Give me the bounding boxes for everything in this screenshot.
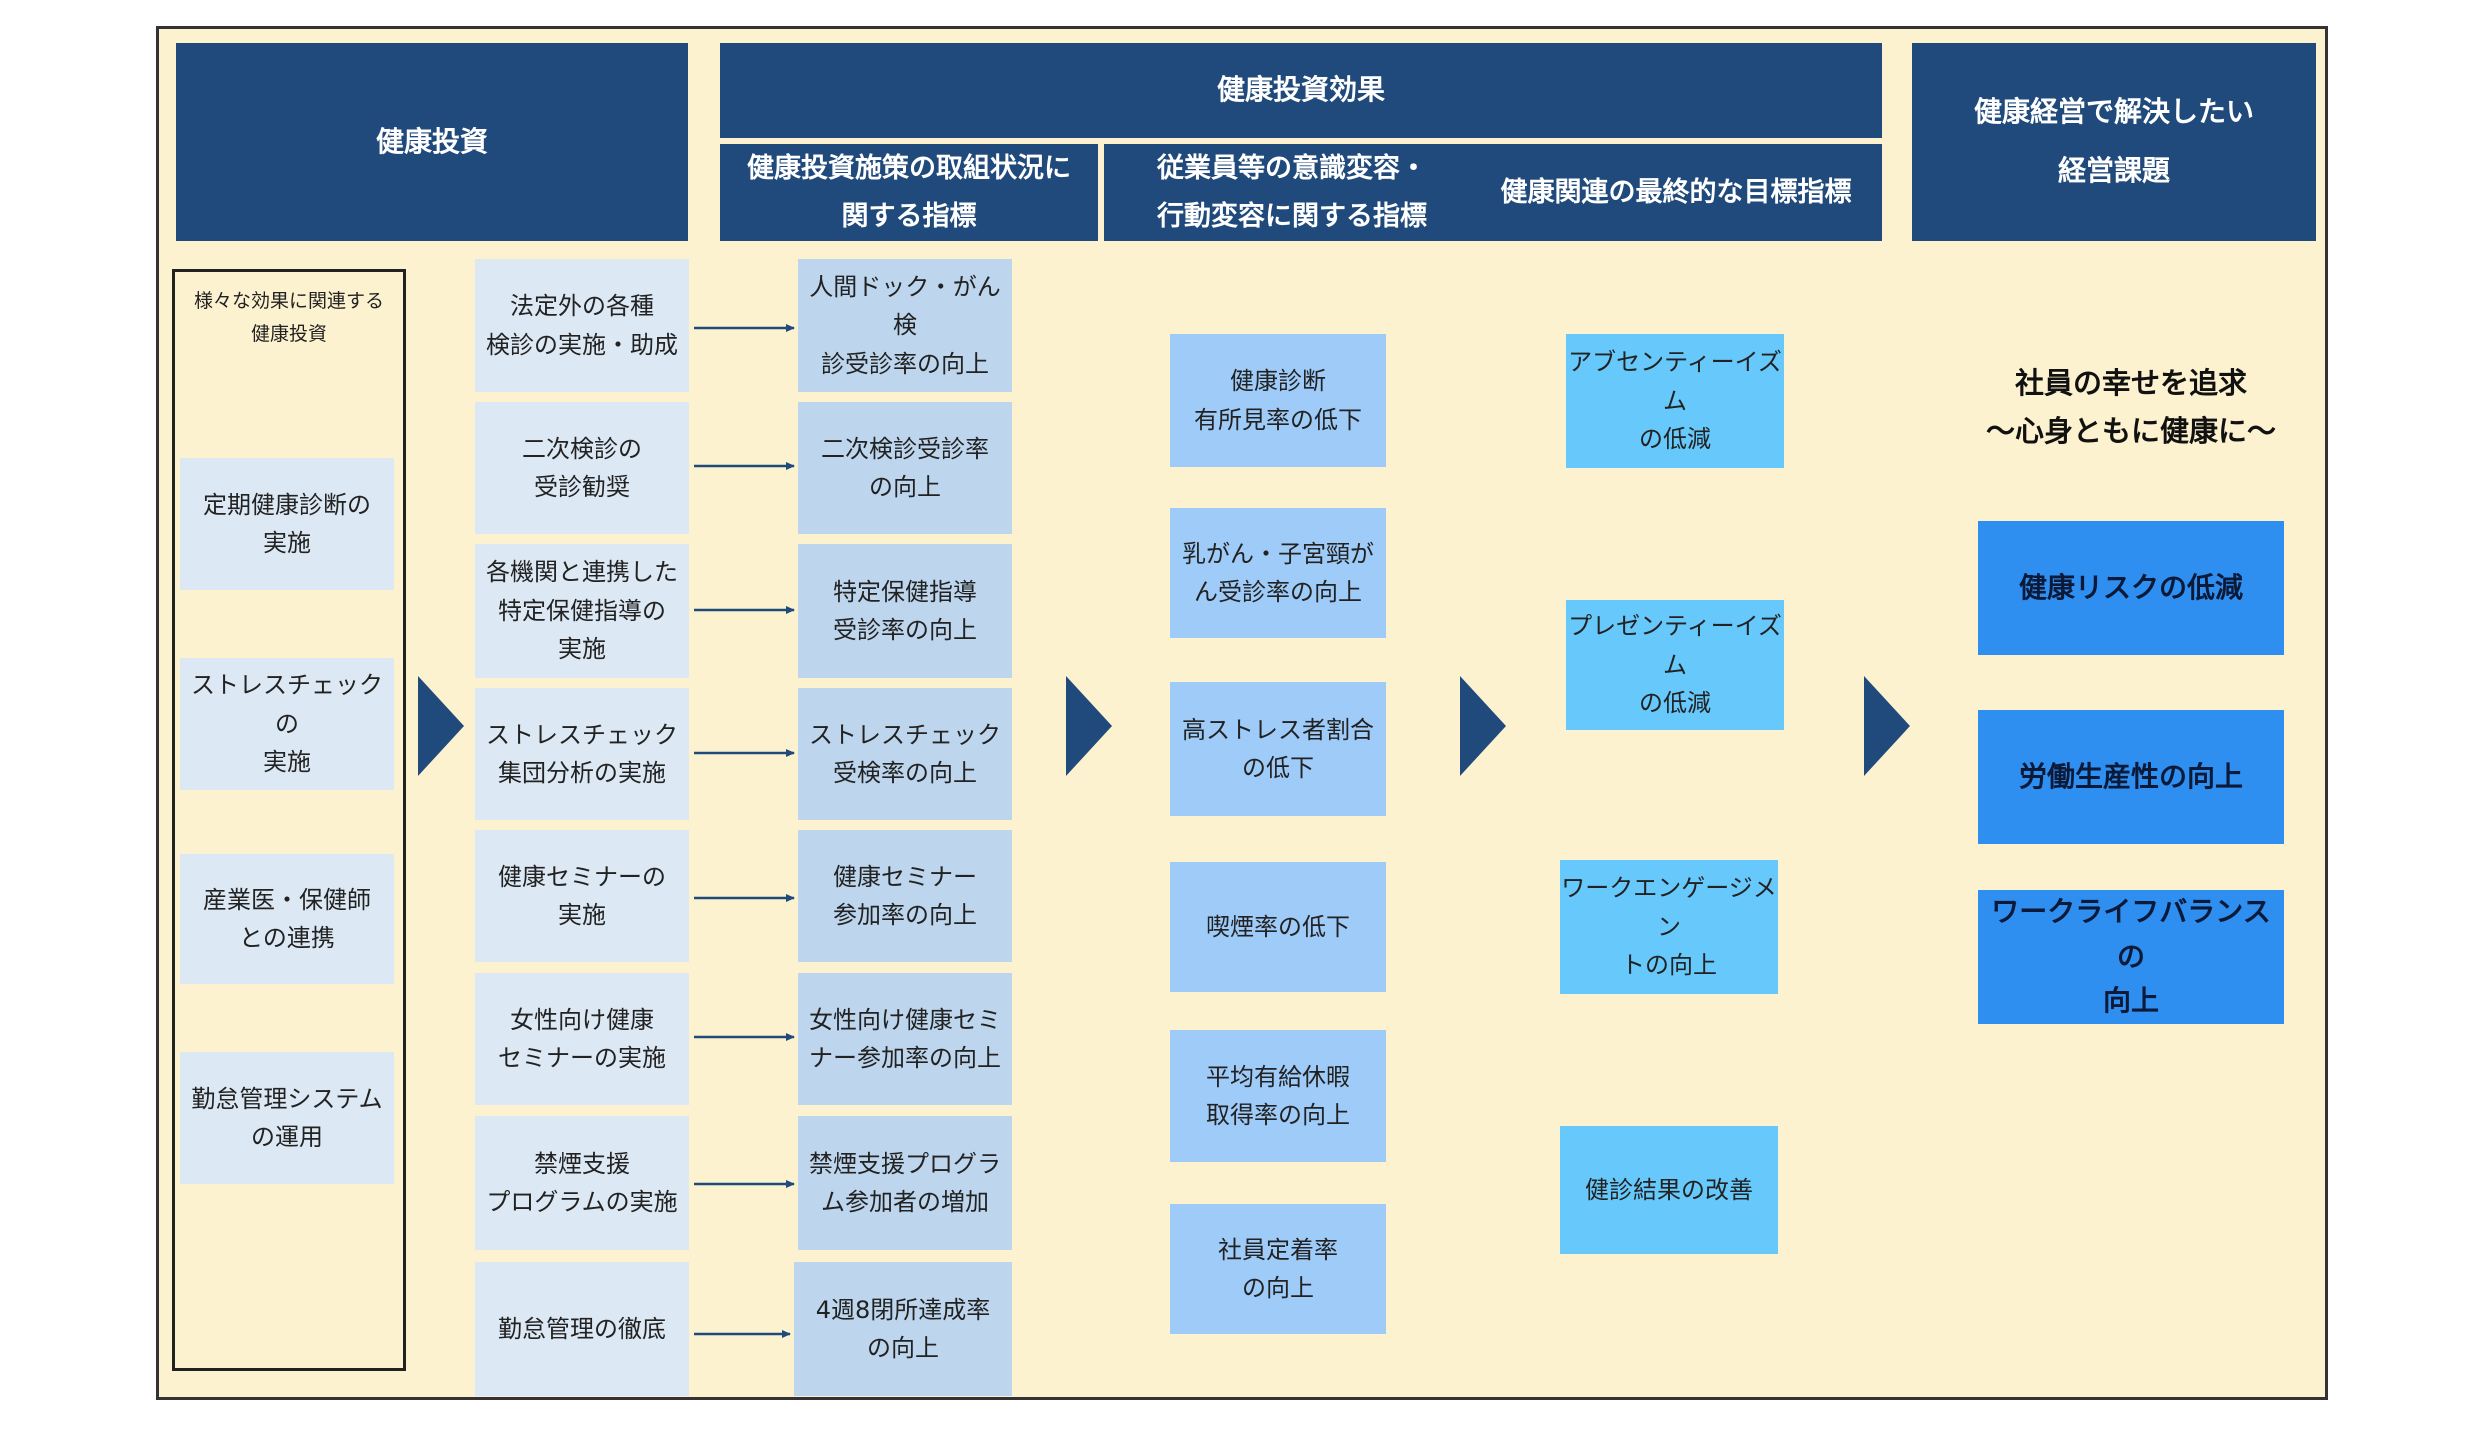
header-behavior-indicators: 従業員等の意識変容・ 行動変容に関する指標 — [1104, 144, 1480, 241]
general-item-occupational-doctor: 産業医・保健師 との連携 — [180, 854, 394, 984]
behavior-indicator-box: 高ストレス者割合 の低下 — [1170, 682, 1386, 816]
goal-work-life-balance: ワークライフバランスの 向上 — [1978, 890, 2284, 1024]
measure-box: 健康セミナーの 実施 — [475, 830, 689, 962]
measure-indicator-box: 禁煙支援プログラ ム参加者の増加 — [798, 1116, 1012, 1250]
measure-box: 禁煙支援 プログラムの実施 — [475, 1116, 689, 1250]
general-investment-frame — [172, 269, 406, 1371]
measure-indicator-box: 健康セミナー 参加率の向上 — [798, 830, 1012, 962]
header-final-indicators: 健康関連の最終的な目標指標 — [1470, 144, 1882, 241]
header-management-issues: 健康経営で解決したい 経営課題 — [1912, 43, 2316, 241]
general-item-stress-check: ストレスチェックの 実施 — [180, 658, 394, 790]
behavior-indicator-box: 喫煙率の低下 — [1170, 862, 1386, 992]
measure-box: 各機関と連携した 特定保健指導の 実施 — [475, 544, 689, 678]
measure-indicator-box: 女性向け健康セミ ナー参加率の向上 — [798, 973, 1012, 1105]
flow-arrow — [1460, 676, 1506, 776]
measure-indicator-box: 人間ドック・がん検 診受診率の向上 — [798, 259, 1012, 392]
measure-indicator-box: 4週8閉所達成率 の向上 — [794, 1262, 1012, 1396]
final-indicator-presenteeism: プレゼンティーイズム の低減 — [1566, 600, 1784, 730]
final-indicator-absenteeism: アブセンティーイズム の低減 — [1566, 334, 1784, 468]
general-item-attendance-system: 勤怠管理システム の運用 — [180, 1052, 394, 1184]
header-measure-indicators: 健康投資施策の取組状況に 関する指標 — [720, 144, 1098, 241]
header-investment-effect: 健康投資効果 — [720, 43, 1882, 138]
flow-arrow — [1864, 676, 1910, 776]
behavior-indicator-box: 健康診断 有所見率の低下 — [1170, 334, 1386, 467]
behavior-indicator-box: 乳がん・子宮頸が ん受診率の向上 — [1170, 508, 1386, 638]
vision-message: 社員の幸せを追求 ～心身ともに健康に～ — [1985, 366, 2276, 448]
measure-box: 女性向け健康 セミナーの実施 — [475, 973, 689, 1105]
behavior-indicator-box: 社員定着率 の向上 — [1170, 1204, 1386, 1334]
goal-productivity: 労働生産性の向上 — [1978, 710, 2284, 844]
measure-box: 法定外の各種 検診の実施・助成 — [475, 259, 689, 392]
goal-health-risk: 健康リスクの低減 — [1978, 521, 2284, 655]
flow-arrow — [418, 676, 464, 776]
measure-indicator-box: 特定保健指導 受診率の向上 — [798, 544, 1012, 678]
behavior-indicator-box: 平均有給休暇 取得率の向上 — [1170, 1030, 1386, 1162]
final-indicator-work-engagement: ワークエンゲージメン トの向上 — [1560, 860, 1778, 994]
general-investment-title: 様々な効果に関連する 健康投資 — [193, 290, 384, 346]
measure-box: 勤怠管理の徹底 — [475, 1262, 689, 1396]
measure-box: ストレスチェック 集団分析の実施 — [475, 688, 689, 820]
final-indicator-checkup-results: 健診結果の改善 — [1560, 1126, 1778, 1254]
flow-arrow — [1066, 676, 1112, 776]
measure-indicator-box: ストレスチェック 受検率の向上 — [798, 688, 1012, 820]
measure-box: 二次検診の 受診勧奨 — [475, 402, 689, 534]
header-health-investment: 健康投資 — [176, 43, 688, 241]
general-item-health-checkup: 定期健康診断の 実施 — [180, 458, 394, 590]
measure-indicator-box: 二次検診受診率 の向上 — [798, 402, 1012, 534]
